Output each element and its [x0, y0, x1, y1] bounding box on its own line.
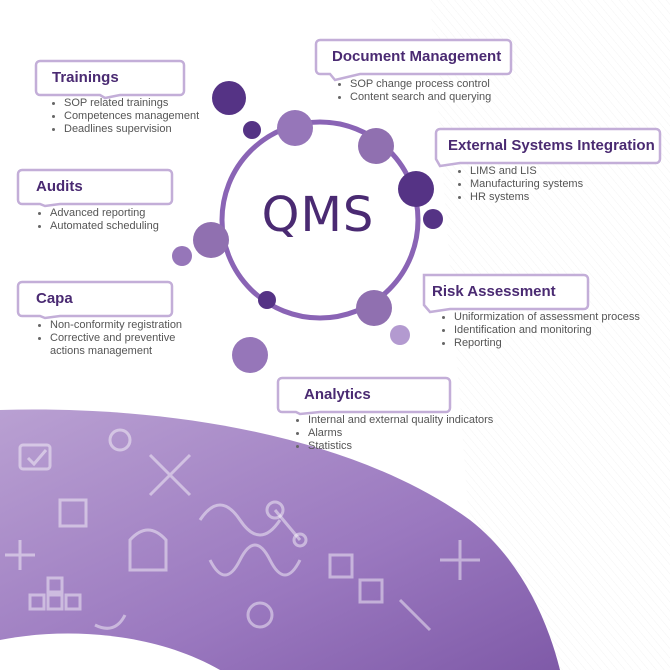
list-item: Corrective and preventive actions manage… [34, 332, 204, 358]
list-item: SOP related trainings [48, 97, 199, 110]
line-texture [430, 0, 670, 670]
list-item: Advanced reporting [34, 207, 159, 220]
item-list: LIMS and LIS Manufacturing systems HR sy… [454, 165, 583, 204]
card-title: Analytics [304, 386, 371, 403]
qms-ring [219, 119, 421, 321]
list-item: Uniformization of assessment process [438, 311, 640, 324]
white-arc-cut [0, 633, 220, 670]
list-item: Identification and monitoring [438, 324, 640, 337]
list-item: Content search and querying [334, 91, 491, 104]
item-list: Advanced reporting Automated scheduling [34, 207, 159, 233]
list-item: Competences management [48, 110, 199, 123]
card-title: Capa [36, 290, 73, 307]
list-item: SOP change process control [334, 78, 491, 91]
list-item: Automated scheduling [34, 220, 159, 233]
item-list: Uniformization of assessment process Ide… [438, 311, 640, 350]
card-frames [16, 38, 662, 416]
list-item: Alarms [292, 427, 493, 440]
card-title: Audits [36, 178, 83, 195]
list-item: HR systems [454, 191, 583, 204]
card-title: External Systems Integration [448, 137, 655, 154]
doodle-icons [5, 428, 480, 632]
list-item: Reporting [438, 337, 640, 350]
item-list: Internal and external quality indicators… [292, 414, 493, 453]
list-item: Internal and external quality indicators [292, 414, 493, 427]
list-item: LIMS and LIS [454, 165, 583, 178]
card-title: Risk Assessment [432, 283, 556, 300]
qms-title: QMS [261, 187, 375, 243]
list-item: Statistics [292, 440, 493, 453]
item-list: SOP change process control Content searc… [334, 78, 491, 104]
card-title: Document Management [332, 48, 502, 65]
list-item: Deadlines supervision [48, 123, 199, 136]
list-item: Non-conformity registration [34, 319, 204, 332]
item-list: SOP related trainings Competences manage… [48, 97, 199, 136]
purple-arc-band [0, 409, 560, 670]
list-item: Manufacturing systems [454, 178, 583, 191]
card-title: Trainings [52, 69, 119, 86]
orbit-dots [172, 81, 443, 373]
item-list: Non-conformity registration Corrective a… [34, 319, 204, 358]
